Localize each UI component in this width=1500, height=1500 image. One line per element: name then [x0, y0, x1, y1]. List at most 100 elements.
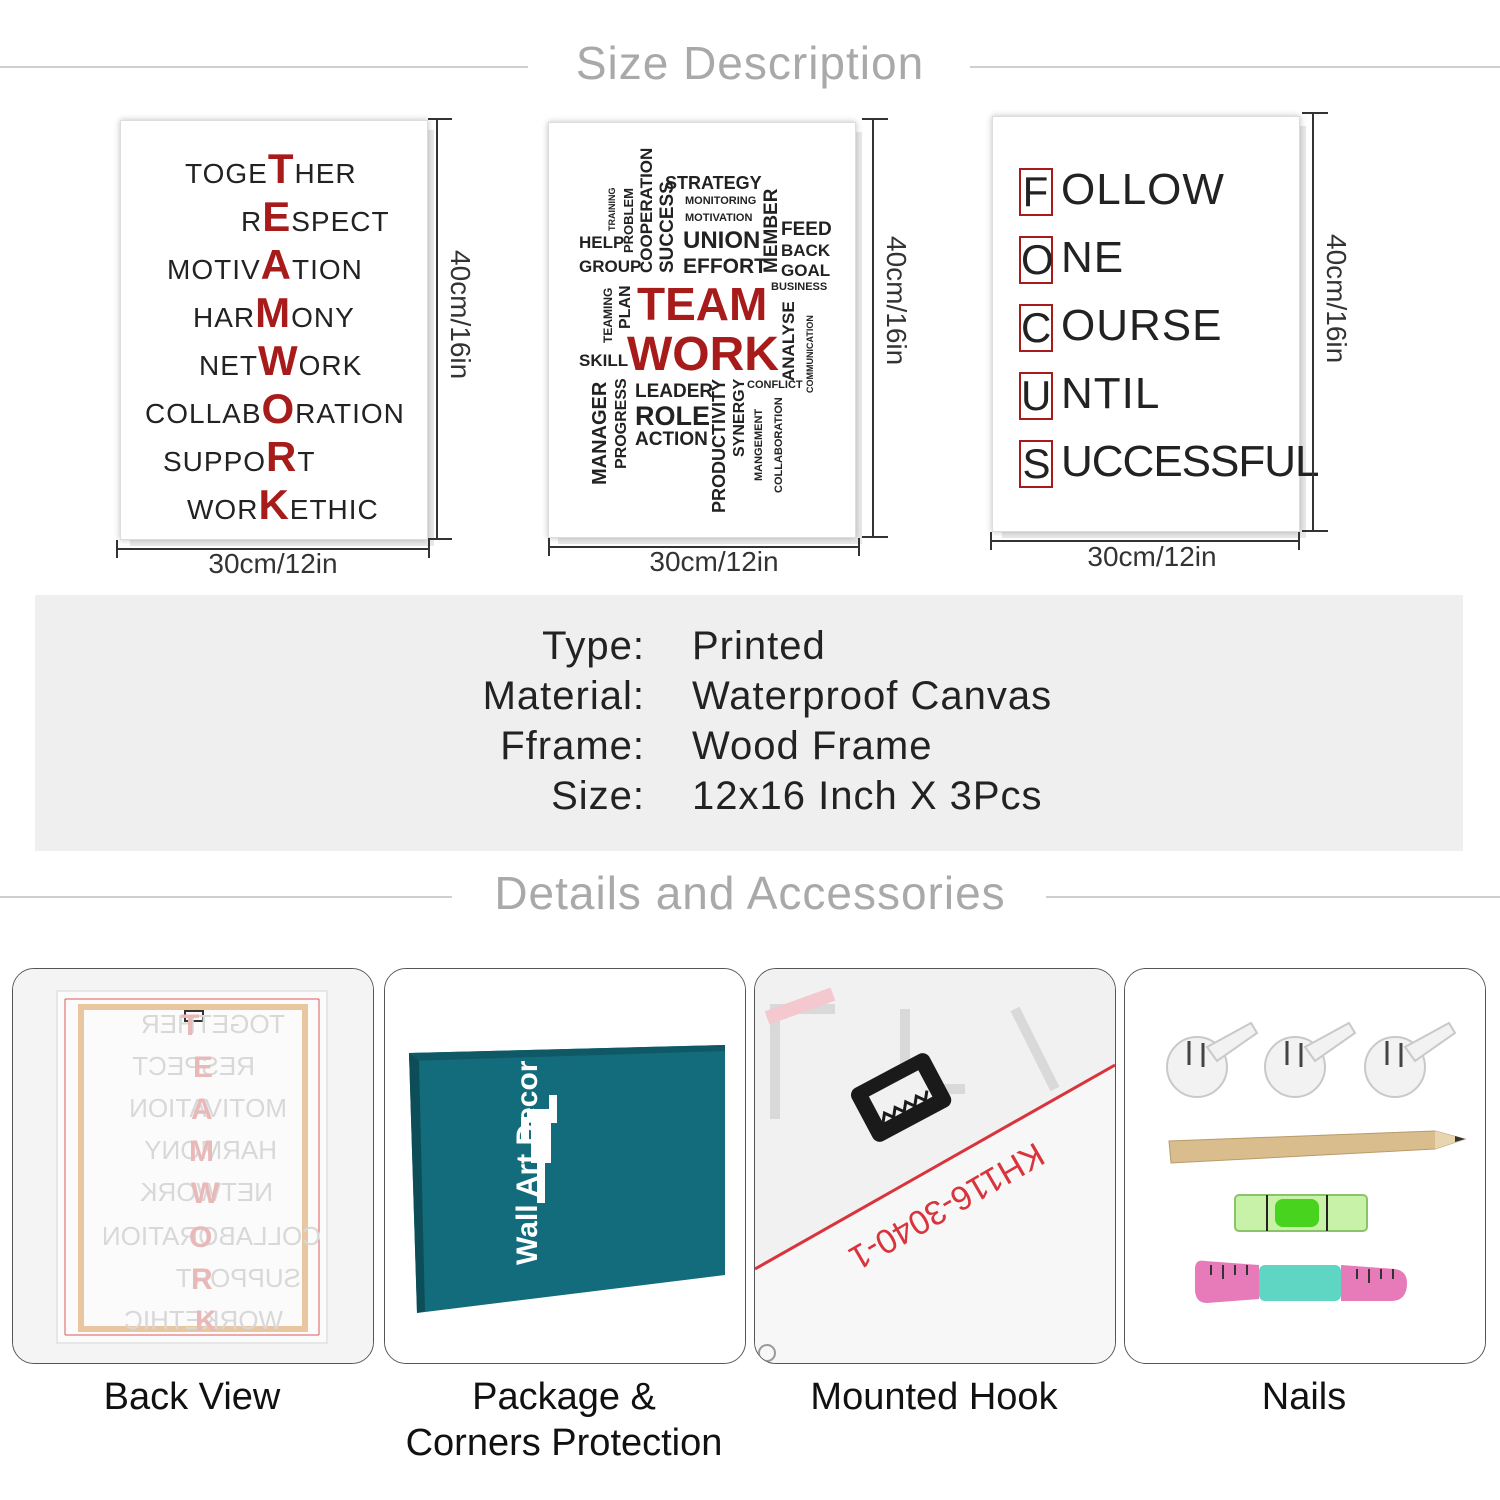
svg-text:K: K [195, 1305, 217, 1338]
spec-row-size: Size: 12x16 Inch X 3Pcs [0, 774, 1500, 824]
acrostic-line: WORKETHIC [187, 481, 379, 528]
height-dimension-line [436, 118, 438, 540]
mounted-hook-card: KH116-3040-1 [754, 968, 1116, 1364]
width-label: 30cm/12in [208, 548, 338, 579]
word: CONFLICT [747, 379, 803, 391]
word: COMMUNICATION [805, 315, 815, 393]
height-label: 40cm/16in [445, 250, 476, 380]
word: BUSINESS [771, 281, 828, 293]
svg-text:RESPECT: RESPECT [132, 1051, 255, 1081]
spec-label: Type: [542, 624, 645, 668]
acrostic-line: TOGETHER [185, 145, 357, 192]
spec-label: Fframe: [500, 724, 645, 768]
svg-text:R: R [191, 1263, 213, 1296]
word: MONITORING [685, 195, 757, 207]
nails-card [1124, 968, 1486, 1364]
back-view-image: TOGETHER RESPECT MOTIVATION HARMONY NETW… [13, 969, 373, 1363]
spec-row-type: Type: Printed [0, 624, 1500, 674]
spec-value: Wood Frame [692, 724, 933, 768]
acrostic-line: COLLABORATION [145, 385, 405, 432]
width-label: 30cm/12in [649, 546, 779, 577]
word: TEAMING [601, 287, 615, 343]
svg-text:WORKETHIC: WORKETHIC [124, 1305, 283, 1335]
dimension-tick [862, 536, 888, 538]
mounted-hook-image [755, 969, 1115, 1363]
word: ROLE [635, 401, 711, 431]
dimension-tick [1302, 530, 1328, 532]
word: COLLABORATION [773, 397, 785, 493]
height-label: 40cm/16in [1321, 234, 1352, 364]
package-caption: Package & Corners Protection [374, 1374, 754, 1466]
svg-text:COLLABORATION: COLLABORATION [102, 1221, 321, 1251]
spec-value: Printed [692, 624, 826, 668]
word: FEED [781, 219, 832, 240]
spec-label: Material: [482, 674, 645, 718]
word: TRAINING [607, 187, 617, 232]
acrostic-line: NETWORK [199, 337, 363, 384]
svg-text:M: M [189, 1135, 214, 1168]
word: SUCCESS [657, 181, 678, 273]
word: PLAN [617, 285, 634, 329]
word: SYNERGY [731, 378, 748, 457]
dimension-tick [548, 538, 550, 556]
nails-caption: Nails [1261, 1376, 1347, 1418]
svg-text:HARMONY: HARMONY [144, 1135, 277, 1165]
word: MANGEMENT [753, 408, 765, 481]
height-dimension-line [872, 118, 874, 538]
dimension-tick [990, 532, 992, 550]
mounted-hook-caption: Mounted Hook [810, 1376, 1058, 1418]
width-dimension-line [990, 540, 1300, 542]
acrostic-line: RESPECT [241, 193, 390, 240]
word: GROUP [579, 257, 642, 276]
svg-text:W: W [191, 1177, 220, 1210]
details-section-title: Details and Accessories [494, 867, 1006, 919]
spec-value: Waterproof Canvas [692, 674, 1053, 718]
svg-text:TOGETHER: TOGETHER [141, 1009, 285, 1039]
svg-text:T: T [181, 1009, 199, 1042]
word: PROGRESS [613, 378, 630, 469]
teamwork-acrostic-canvas: TOGETHER RESPECT MOTIVATION HARMONY NETW… [120, 120, 428, 540]
dimension-tick [1302, 112, 1328, 114]
header-rule-right [1046, 896, 1500, 898]
height-dimension-line [1312, 112, 1314, 532]
svg-text:E: E [193, 1051, 213, 1084]
word: MANAGER [589, 381, 611, 485]
word: UNION [683, 227, 761, 254]
dimension-tick [862, 118, 888, 120]
word: ACTION [635, 429, 708, 450]
package-caption-line2: Corners Protection [405, 1422, 723, 1464]
word: STRATEGY [665, 173, 762, 193]
dimension-tick [858, 538, 860, 556]
spec-band [35, 595, 1463, 851]
width-label: 30cm/12in [1087, 541, 1217, 572]
word: COOPERATION [637, 147, 656, 273]
package-caption-line1: Package & [472, 1376, 656, 1418]
word: LEADER [635, 381, 714, 402]
back-view-caption: Back View [103, 1376, 281, 1418]
spec-row-frame: Fframe: Wood Frame [0, 724, 1500, 774]
spec-value: 12x16 Inch X 3Pcs [692, 774, 1043, 818]
package-image [385, 969, 745, 1363]
word: ANALYSE [779, 301, 798, 381]
word: EFFORT [683, 255, 767, 278]
teamwork-wordcloud-canvas: STRATEGY MONITORING MOTIVATION UNION EFF… [548, 122, 856, 538]
header-rule-left [0, 66, 528, 68]
acrostic-line: MOTIVATION [167, 241, 363, 288]
word: SKILL [579, 351, 629, 370]
dimension-tick [1298, 532, 1300, 550]
dimension-tick [428, 540, 430, 558]
word: PROBLEM [621, 188, 636, 253]
word-team: TEAM [637, 278, 768, 330]
dimension-tick [116, 540, 118, 558]
size-section-title: Size Description [575, 37, 925, 89]
header-rule-left [0, 896, 452, 898]
svg-text:A: A [191, 1093, 213, 1126]
height-label: 40cm/16in [881, 236, 912, 366]
word: MEMBER [761, 188, 782, 273]
svg-text:SUPPORT: SUPPORT [176, 1263, 301, 1293]
